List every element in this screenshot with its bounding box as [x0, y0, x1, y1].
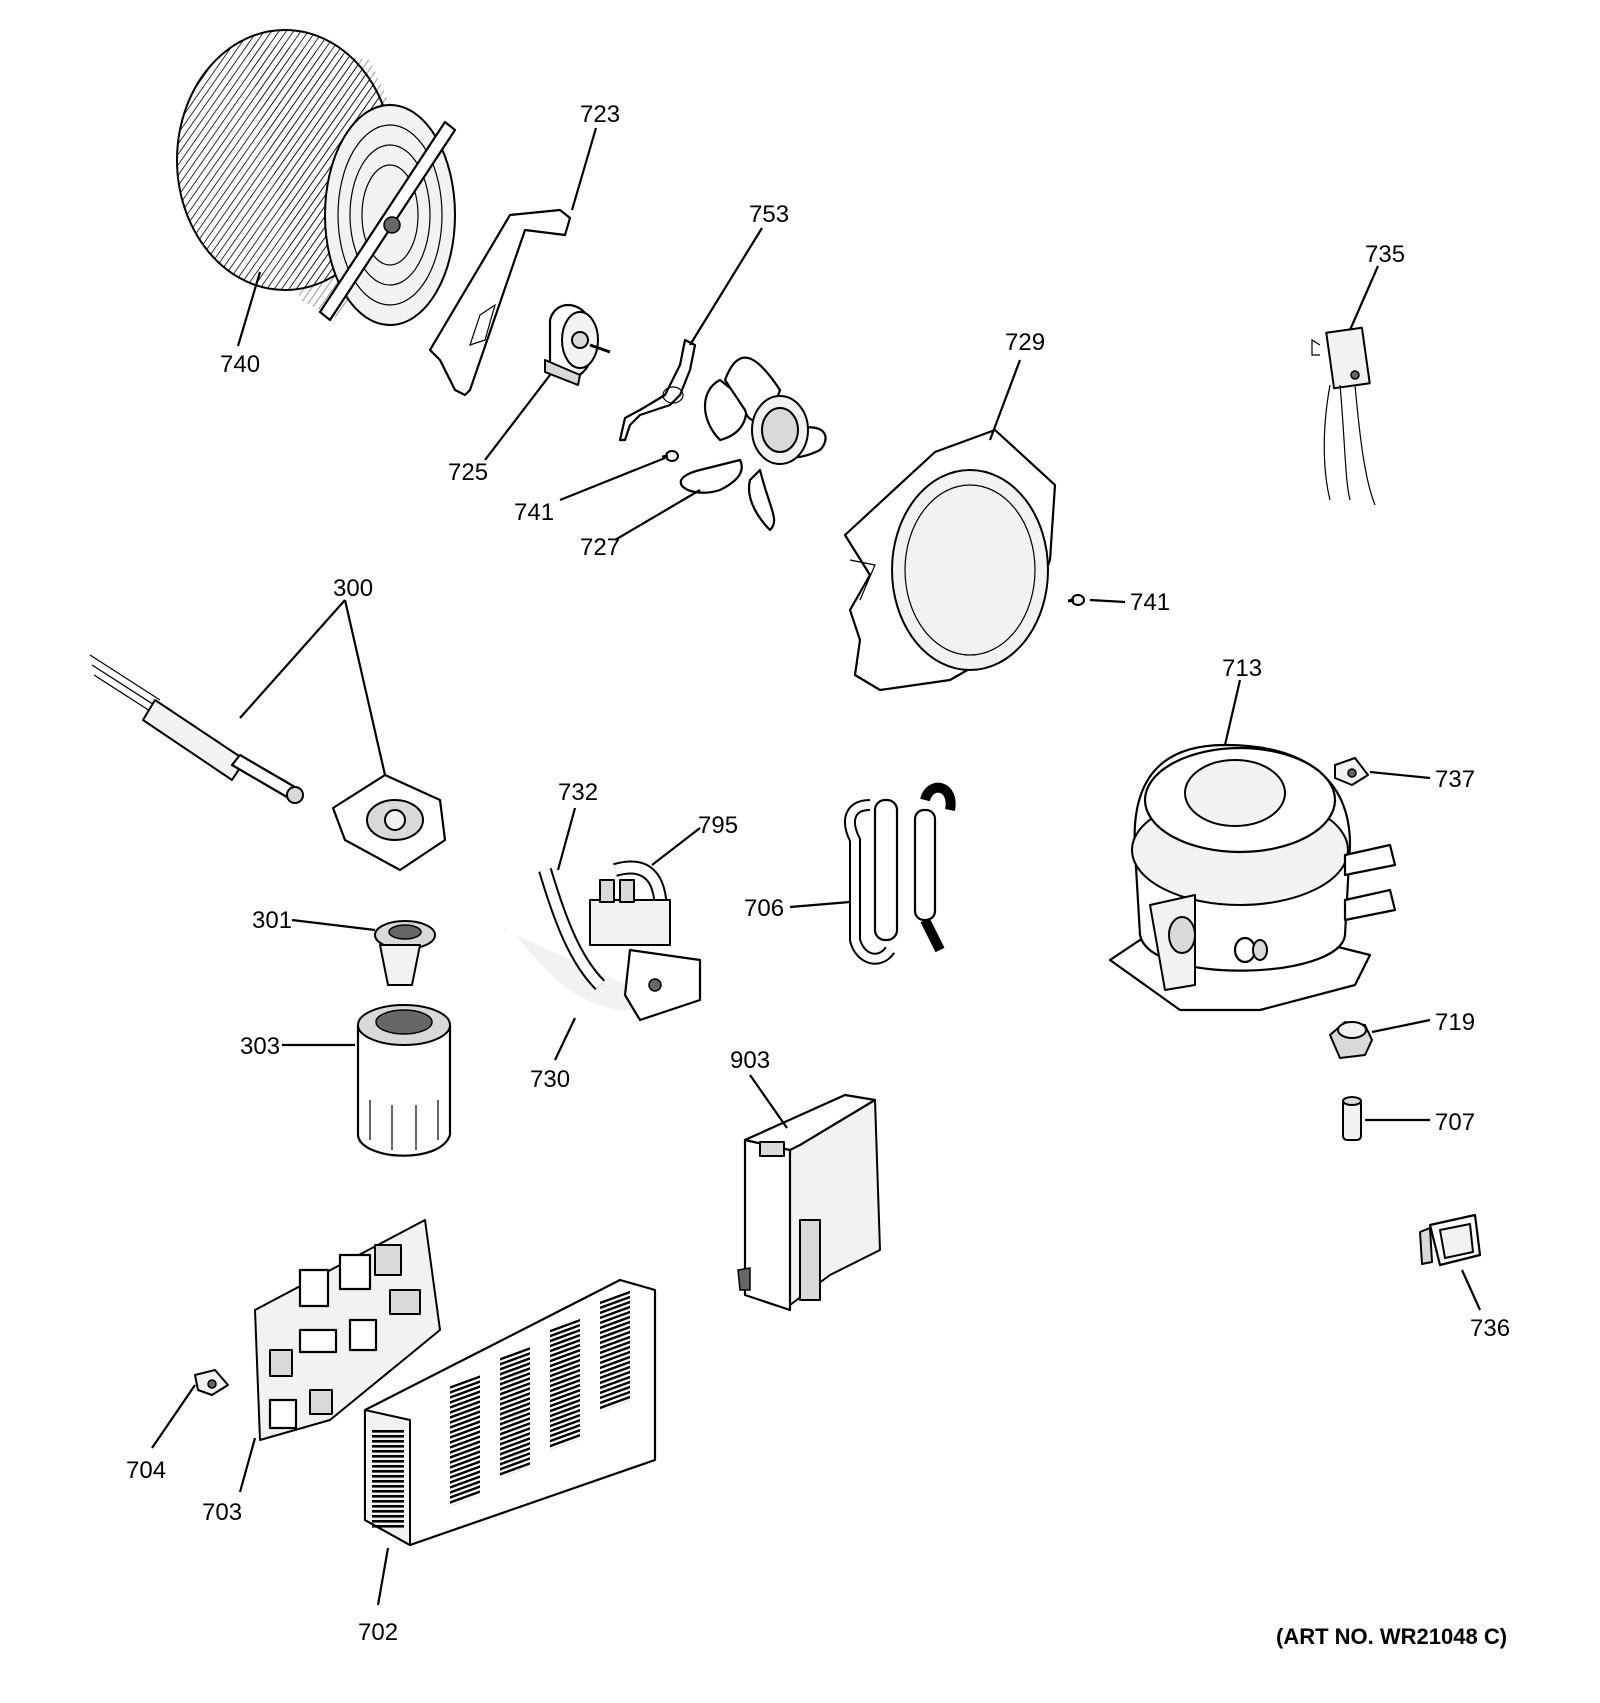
- art-number: (ART NO. WR21048 C): [1276, 1624, 1507, 1649]
- motor-bracket-part: [618, 338, 697, 442]
- dryer-part: [844, 782, 956, 965]
- callout-727: 727: [580, 534, 620, 561]
- callout-730: 730: [530, 1066, 570, 1093]
- switch-harness-part: [1311, 326, 1376, 506]
- clip-part: [1334, 757, 1369, 786]
- board-standoff-part: [194, 1369, 229, 1396]
- callout-753: 753: [749, 201, 789, 228]
- callout-735: 735: [1365, 241, 1405, 268]
- rocker-switch-part: [1419, 1213, 1482, 1267]
- sleeve-part: [1342, 1096, 1362, 1141]
- callout-702: 702: [358, 1619, 398, 1646]
- callout-704: 704: [126, 1457, 166, 1484]
- callout-723: 723: [580, 101, 620, 128]
- water-filter-part: [356, 1004, 452, 1157]
- callout-300: 300: [333, 575, 373, 602]
- callout-737: 737: [1435, 766, 1475, 793]
- main-control-board-part: [254, 1219, 441, 1441]
- inverter-module-part: [737, 1093, 881, 1312]
- fan-blade-part: [679, 356, 827, 532]
- grommet-part: [1329, 1021, 1373, 1059]
- callout-725: 725: [448, 459, 488, 486]
- screw-part-upper: [661, 450, 679, 462]
- callout-736: 736: [1470, 1315, 1510, 1342]
- callout-713: 713: [1222, 655, 1262, 682]
- callout-740: 740: [220, 351, 260, 378]
- callout-741-lower: 741: [1130, 589, 1170, 616]
- screw-part-lower: [1067, 594, 1085, 606]
- callout-732: 732: [558, 779, 598, 806]
- callout-707: 707: [1435, 1109, 1475, 1136]
- water-filter-head-part: [89, 654, 447, 872]
- callout-729: 729: [1005, 329, 1045, 356]
- fan-motor-part: [544, 304, 611, 386]
- callout-706: 706: [744, 895, 784, 922]
- callout-903: 903: [730, 1047, 770, 1074]
- fan-bracket-part: [428, 208, 572, 397]
- compressor-part: [1108, 743, 1397, 1012]
- board-cover-part: [363, 1278, 657, 1547]
- water-valve-part: [501, 860, 702, 1022]
- filter-bypass-part: [374, 920, 436, 986]
- fan-shroud-part: [843, 428, 1057, 692]
- callout-301: 301: [252, 907, 292, 934]
- callout-labels: 740 723 725 753 741 727 729 741 735 300 …: [126, 101, 1510, 1649]
- leader-lines: [151, 127, 1482, 1606]
- condenser-coil-part: [176, 29, 457, 326]
- callout-741-upper: 741: [514, 499, 554, 526]
- callout-719: 719: [1435, 1009, 1475, 1036]
- callout-703: 703: [202, 1499, 242, 1526]
- callout-795: 795: [698, 812, 738, 839]
- callout-303: 303: [240, 1033, 280, 1060]
